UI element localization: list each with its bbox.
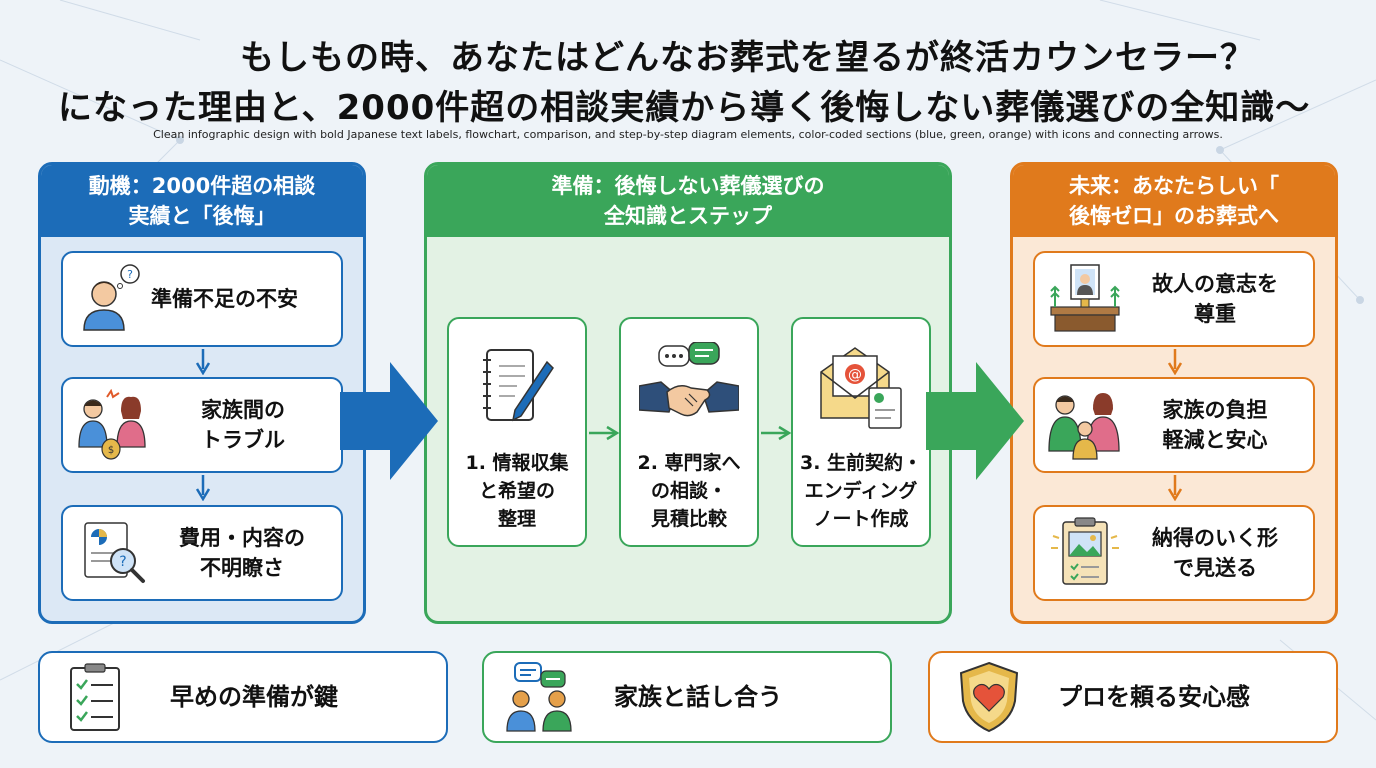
bottom-card-family-talk: 家族と話し合う bbox=[482, 651, 892, 743]
step-label: 1. 情報収集 bbox=[465, 452, 569, 474]
motivation-card-anxiety: ? 準備不足の不安 bbox=[61, 251, 343, 347]
svg-text:$: $ bbox=[108, 445, 114, 456]
future-card-label: 家族の負担 bbox=[1162, 398, 1268, 422]
future-header: 未来：あなたらしい「 後悔ゼロ」のお葬式へ bbox=[1013, 165, 1335, 237]
future-card-label: 故人の意志を bbox=[1152, 272, 1278, 296]
family-conflict-icon: $ bbox=[71, 389, 155, 461]
motivation-header: 動機：2000件超の相談 実績と「後悔」 bbox=[41, 165, 363, 237]
future-card-label: 納得のいく形 bbox=[1152, 526, 1278, 550]
step-card-2: 2. 専門家へ の相談・ 見積比較 bbox=[619, 317, 759, 547]
future-panel: 未来：あなたらしい「 後悔ゼロ」のお葬式へ 故人の意志 bbox=[1010, 162, 1338, 624]
bottom-card-label: 早めの準備が鍵 bbox=[170, 683, 338, 711]
motivation-card-label: 費用・内容の bbox=[179, 526, 305, 550]
down-arrow-icon bbox=[1167, 349, 1183, 375]
document-magnifier-icon: ? bbox=[73, 517, 153, 589]
step-label: エンディング bbox=[804, 480, 918, 502]
step-label: 整理 bbox=[497, 508, 536, 530]
step-label: 見積比較 bbox=[650, 508, 727, 530]
subtitle: Clean infographic design with bold Japan… bbox=[153, 128, 1223, 141]
bottom-card-label: プロを頼る安心感 bbox=[1058, 683, 1250, 711]
page-title-line2: になった理由と、2000件超の相談実績から導く後悔しない葬儀選びの全知識〜 bbox=[58, 88, 1311, 128]
step-label: と希望の bbox=[478, 480, 555, 502]
motivation-body: ? 準備不足の不安 bbox=[41, 237, 363, 621]
motivation-card-label: 家族間の bbox=[201, 398, 285, 422]
future-card-label: 尊重 bbox=[1194, 302, 1236, 326]
down-arrow-icon bbox=[195, 349, 211, 375]
heart-shield-icon bbox=[930, 661, 1048, 733]
future-card-respect: 故人の意志を 尊重 bbox=[1033, 251, 1315, 347]
future-card-family: 家族の負担 軽減と安心 bbox=[1033, 377, 1315, 473]
motivation-panel: 動機：2000件超の相談 実績と「後悔」 ? 準備不足の不安 bbox=[38, 162, 366, 624]
photo-clipboard-icon bbox=[1043, 516, 1127, 590]
right-arrow-icon bbox=[589, 425, 619, 441]
motivation-title-line1: 動機：2000件超の相談 bbox=[88, 174, 316, 198]
future-title-line1: 未来：あなたらしい「 bbox=[1069, 174, 1279, 198]
motivation-card-label: 準備不足の不安 bbox=[151, 287, 298, 311]
motivation-card-label: トラブル bbox=[201, 428, 285, 452]
down-arrow-icon bbox=[195, 475, 211, 501]
preparation-header: 準備：後悔しない葬儀選びの 全知識とステップ bbox=[427, 165, 949, 237]
page-title-line1: もしもの時、あなたはどんなお葬式を望るが終活カウンセラー？ bbox=[240, 38, 1255, 78]
svg-text:@: @ bbox=[848, 367, 862, 383]
envelope-document-icon: @ bbox=[815, 339, 907, 435]
bottom-card-label: 家族と話し合う bbox=[614, 683, 782, 711]
worried-person-icon: ? bbox=[73, 264, 145, 334]
step-label: ノート作成 bbox=[813, 508, 909, 530]
handshake-icon bbox=[639, 339, 739, 435]
step-label: 3. 生前契約・ bbox=[799, 452, 923, 474]
right-arrow-icon bbox=[761, 425, 791, 441]
svg-text:?: ? bbox=[119, 554, 126, 570]
future-card-label: 軽減と安心 bbox=[1162, 428, 1268, 452]
preparation-panel: 準備：後悔しない葬儀選びの 全知識とステップ bbox=[424, 162, 952, 624]
future-body: 故人の意志を 尊重 家 bbox=[1013, 237, 1335, 621]
big-arrow-blue-icon bbox=[340, 362, 438, 480]
step-label: の相談・ bbox=[650, 480, 727, 502]
bottom-card-early-prep: 早めの準備が鍵 bbox=[38, 651, 448, 743]
step-card-1: 1. 情報収集 と希望の 整理 bbox=[447, 317, 587, 547]
step-label: 2. 専門家へ bbox=[637, 452, 741, 474]
motivation-title-line2: 実績と「後悔」 bbox=[128, 204, 276, 228]
motivation-card-label: 不明瞭さ bbox=[200, 556, 284, 580]
motivation-card-conflict: $ 家族間の トラブル bbox=[61, 377, 343, 473]
motivation-card-cost: ? 費用・内容の 不明瞭さ bbox=[61, 505, 343, 601]
step-card-3: @ 3. 生前契約・ エンディング ノート作成 bbox=[791, 317, 931, 547]
bottom-card-pro-trust: プロを頼る安心感 bbox=[928, 651, 1338, 743]
future-card-farewell: 納得のいく形 で見送る bbox=[1033, 505, 1315, 601]
people-talking-icon bbox=[484, 661, 594, 733]
preparation-title-line2: 全知識とステップ bbox=[604, 204, 772, 228]
checklist-icon bbox=[40, 662, 150, 732]
svg-text:?: ? bbox=[127, 268, 133, 281]
altar-icon bbox=[1043, 263, 1127, 335]
preparation-title-line1: 準備：後悔しない葬儀選びの bbox=[551, 174, 825, 198]
preparation-body: 1. 情報収集 と希望の 整理 bbox=[427, 237, 949, 621]
future-card-label: で見送る bbox=[1173, 556, 1257, 580]
big-arrow-green-icon bbox=[926, 362, 1024, 480]
happy-family-icon bbox=[1043, 389, 1127, 461]
future-title-line2: 後悔ゼロ」のお葬式へ bbox=[1069, 204, 1279, 228]
notebook-pen-icon bbox=[477, 339, 557, 435]
down-arrow-icon bbox=[1167, 475, 1183, 501]
